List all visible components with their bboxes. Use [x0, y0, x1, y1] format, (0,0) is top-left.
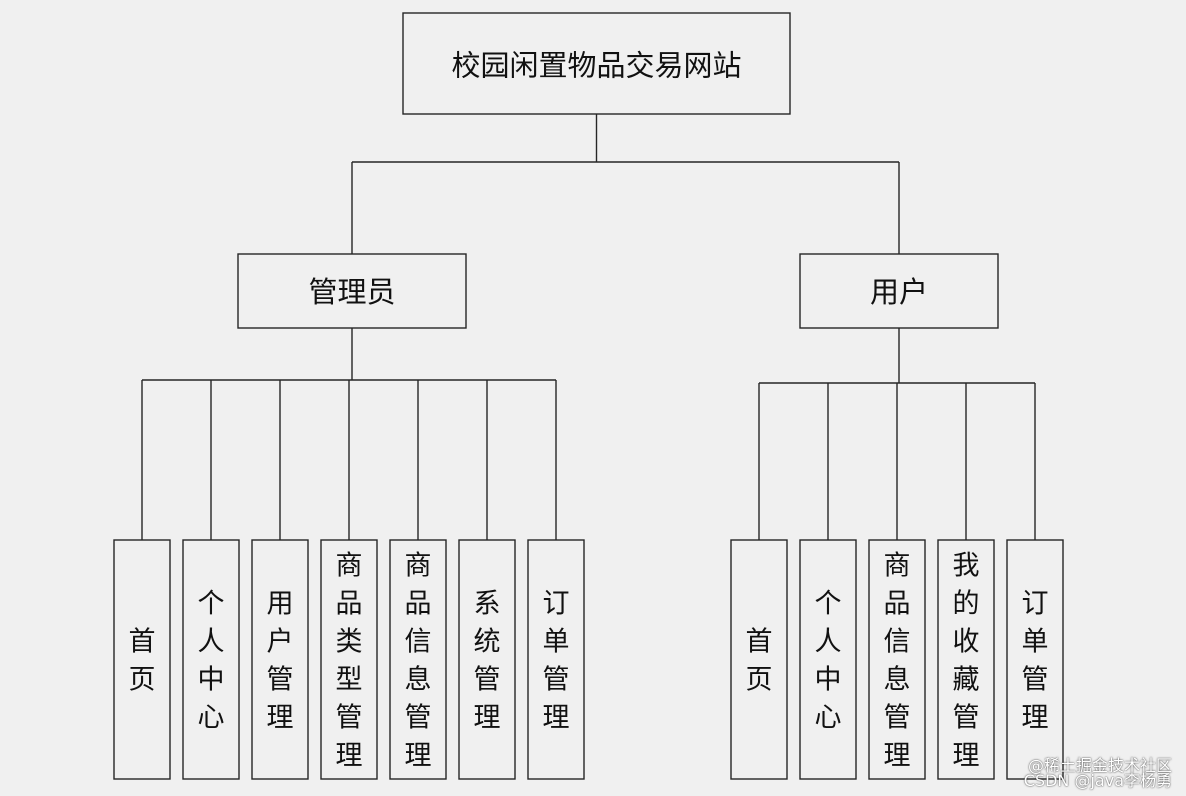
branch-node-label: 用户	[870, 275, 928, 309]
branch-node-box	[237, 253, 467, 329]
leaf-node-box	[799, 539, 857, 780]
branch-node-label: 管理员	[308, 275, 395, 309]
root-node-box	[402, 12, 791, 115]
leaf-node-label: 用户管理	[267, 589, 294, 734]
leaf-node-label: 商品信息管理	[405, 551, 432, 772]
leaf-node-box	[320, 539, 378, 780]
leaf-node-box	[868, 539, 926, 780]
root-node-label: 校园闲置物品交易网站	[451, 49, 741, 83]
leaf-node-box	[182, 539, 240, 780]
leaf-node-label: 商品信息管理	[884, 551, 911, 772]
leaf-node-label: 商品类型管理	[336, 551, 363, 772]
branch-node-box	[799, 253, 999, 329]
leaf-node-box	[458, 539, 516, 780]
leaf-node-box	[113, 539, 171, 780]
watermark-juejin: @稀土掘金技术社区	[1027, 756, 1172, 775]
leaf-node-label: 系统管理	[474, 589, 501, 734]
leaf-node-label: 个人中心	[198, 589, 225, 734]
leaf-node-box	[251, 539, 309, 780]
leaf-node-label: 个人中心	[815, 589, 842, 734]
leaf-node-box	[389, 539, 447, 780]
leaf-node-box	[1006, 539, 1064, 780]
leaf-node-box	[527, 539, 585, 780]
leaf-node-label: 首页	[129, 627, 156, 696]
leaf-node-label: 订单管理	[1022, 589, 1049, 734]
leaf-node-label: 我的收藏管理	[953, 551, 980, 772]
watermark-csdn: CSDN @java李杨勇	[1023, 771, 1172, 790]
leaf-node-box	[730, 539, 788, 780]
leaf-node-label: 订单管理	[543, 589, 570, 734]
leaf-node-label: 首页	[746, 627, 773, 696]
leaf-node-box	[937, 539, 995, 780]
